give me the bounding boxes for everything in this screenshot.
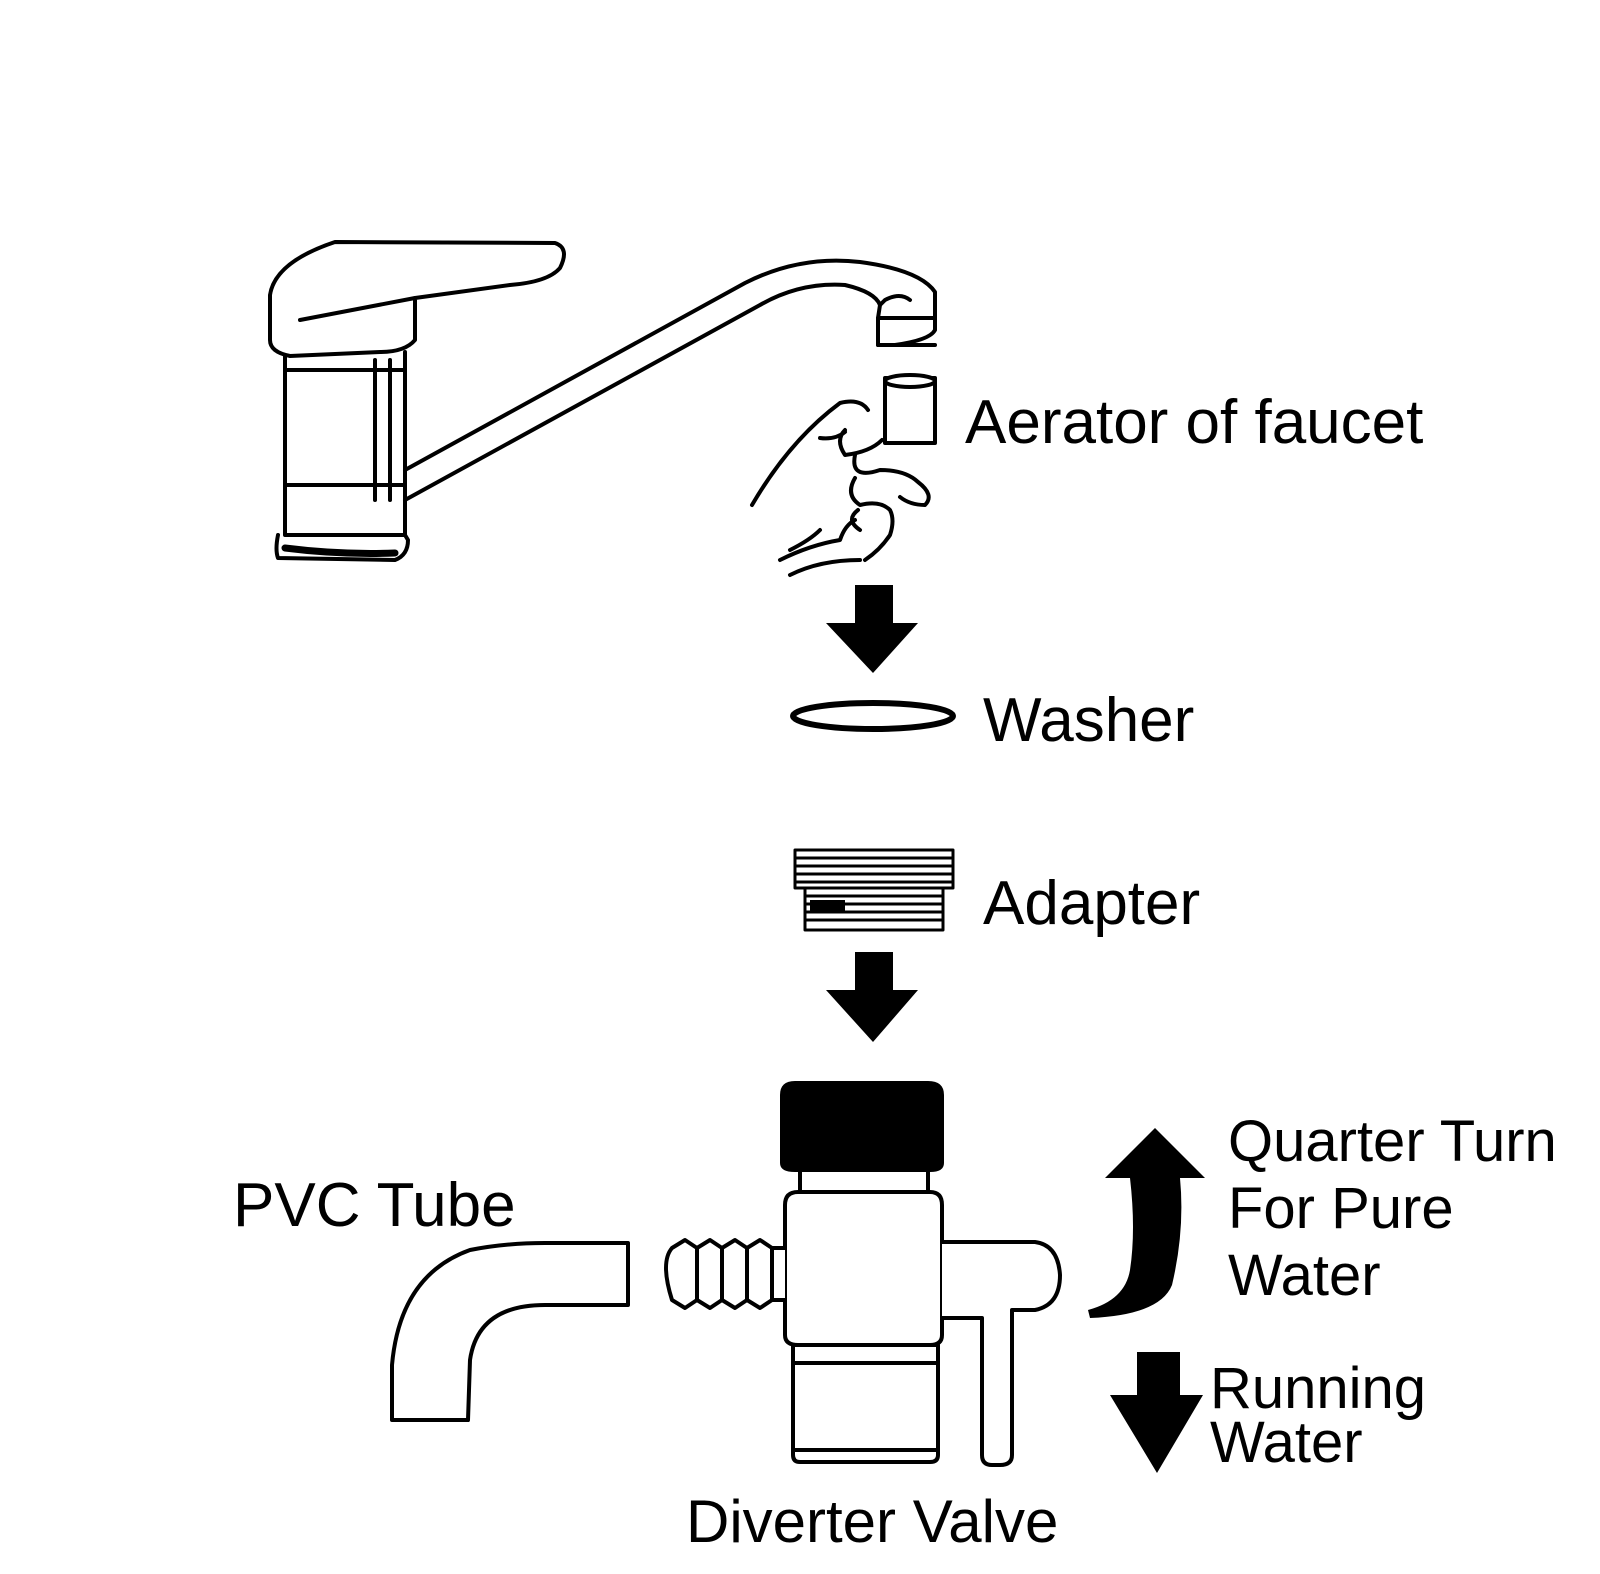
label-diverter-valve: Diverter Valve xyxy=(686,1488,1059,1555)
faucet-icon xyxy=(268,240,937,562)
label-pvc-tube: PVC Tube xyxy=(233,1171,516,1240)
washer-ring-icon xyxy=(790,700,956,732)
curved-arrow-up-icon xyxy=(1088,1128,1205,1318)
label-quarter-turn: Quarter Turn For Pure Water xyxy=(1228,1108,1598,1309)
aerator-icon xyxy=(883,373,937,445)
diverter-valve-icon xyxy=(664,1081,1062,1467)
label-quarter-turn-line: Quarter Turn xyxy=(1228,1109,1557,1174)
hand-icon xyxy=(750,399,931,577)
label-running-water-line: Water xyxy=(1210,1410,1363,1475)
label-quarter-turn-line: For Pure xyxy=(1228,1176,1454,1241)
label-quarter-turn-line: Water xyxy=(1228,1243,1381,1308)
label-running-water: Running Water xyxy=(1210,1356,1510,1475)
arrow-down-icon xyxy=(826,952,918,1042)
pvc-tube-icon xyxy=(390,1241,630,1422)
arrow-down-icon xyxy=(1110,1352,1203,1473)
label-washer: Washer xyxy=(983,686,1195,755)
label-running-water-line: Running xyxy=(1210,1356,1427,1421)
arrow-down-icon xyxy=(826,585,918,673)
adapter-icon xyxy=(793,848,955,932)
label-adapter: Adapter xyxy=(983,869,1201,938)
label-aerator: Aerator of faucet xyxy=(965,388,1424,457)
